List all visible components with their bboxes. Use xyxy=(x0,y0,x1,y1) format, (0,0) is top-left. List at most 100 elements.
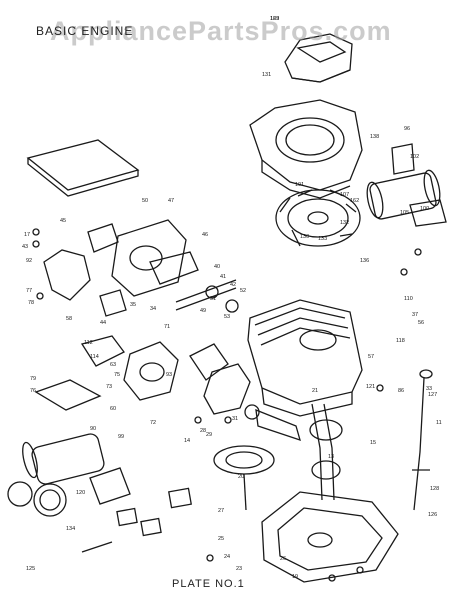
engine-cover xyxy=(284,33,353,83)
governor-linkage xyxy=(43,223,127,317)
callout-128: 128 xyxy=(430,486,439,492)
callout-27: 27 xyxy=(218,508,224,514)
callout-86: 86 xyxy=(398,388,404,394)
callout-105: 105 xyxy=(400,210,409,216)
callout-14: 14 xyxy=(184,438,190,444)
callout-42: 42 xyxy=(230,282,236,288)
watermark: AppliancePartsPros.com xyxy=(50,16,392,46)
callout-31: 31 xyxy=(232,416,238,422)
callout-60: 60 xyxy=(110,406,116,412)
callout-53: 53 xyxy=(224,314,230,320)
callout-107: 107 xyxy=(340,192,349,198)
connecting-rod xyxy=(244,404,301,442)
callout-45: 45 xyxy=(60,218,66,224)
callout-40: 40 xyxy=(214,264,220,270)
callout-131: 131 xyxy=(262,72,271,78)
callout-19: 19 xyxy=(292,574,298,580)
cylinder-block xyxy=(247,299,363,417)
callout-52: 52 xyxy=(240,288,246,294)
callout-132: 132 xyxy=(340,220,349,226)
callout-118: 118 xyxy=(396,338,405,344)
callout-11: 11 xyxy=(436,420,442,426)
callout-114: 114 xyxy=(90,354,99,360)
callout-163: 163 xyxy=(270,16,279,22)
callout-100: 100 xyxy=(420,206,429,212)
callout-129: 129 xyxy=(270,16,279,22)
callout-96: 96 xyxy=(404,126,410,132)
callout-75: 75 xyxy=(114,372,120,378)
callout-21: 21 xyxy=(312,388,318,394)
part-callouts: 1291311389610210110710010516213613013213… xyxy=(22,16,442,580)
carburetor xyxy=(80,335,229,401)
callout-126: 126 xyxy=(428,512,437,518)
callout-78: 78 xyxy=(28,300,34,306)
callout-120: 120 xyxy=(76,490,85,496)
callout-17: 17 xyxy=(24,232,30,238)
gaskets xyxy=(81,487,192,553)
callout-72: 72 xyxy=(150,420,156,426)
callout-34: 34 xyxy=(150,306,156,312)
callout-47: 47 xyxy=(168,198,174,204)
callout-37: 37 xyxy=(412,312,418,318)
callout-43: 43 xyxy=(22,244,28,250)
callout-50: 50 xyxy=(142,198,148,204)
callout-28: 28 xyxy=(200,428,206,434)
fuel-tank xyxy=(203,363,251,415)
callout-51: 51 xyxy=(210,296,216,302)
callout-133: 133 xyxy=(318,236,327,242)
callout-127: 127 xyxy=(428,392,437,398)
crankshaft xyxy=(309,403,343,501)
callout-41: 41 xyxy=(220,274,226,280)
callout-101: 101 xyxy=(295,182,304,188)
callout-56: 56 xyxy=(418,320,424,326)
callout-73: 73 xyxy=(106,384,112,390)
air-filter-pad xyxy=(26,139,140,197)
valves xyxy=(175,279,239,313)
callout-29: 29 xyxy=(206,432,212,438)
cylinder-head xyxy=(111,219,199,297)
callout-130: 130 xyxy=(300,234,309,240)
callout-13: 13 xyxy=(328,454,334,460)
callout-24: 24 xyxy=(224,554,230,560)
callout-110: 110 xyxy=(404,296,413,302)
muffler xyxy=(366,143,447,227)
fasteners xyxy=(32,228,422,582)
diagram-title: BASIC ENGINE xyxy=(36,24,134,38)
callout-57: 57 xyxy=(368,354,374,360)
callout-125: 125 xyxy=(26,566,35,572)
callout-49: 49 xyxy=(200,308,206,314)
blower-housing xyxy=(249,99,363,199)
callout-71: 71 xyxy=(164,324,170,330)
exhaust-muffler xyxy=(22,379,105,485)
callout-136: 136 xyxy=(360,258,369,264)
callout-46: 46 xyxy=(202,232,208,238)
callout-77: 77 xyxy=(26,288,32,294)
plate-label: PLATE NO.1 xyxy=(172,578,245,590)
callout-90: 90 xyxy=(90,426,96,432)
callout-33: 33 xyxy=(426,386,432,392)
callout-15: 15 xyxy=(370,440,376,446)
flywheel xyxy=(275,189,361,247)
callout-102: 102 xyxy=(410,154,419,160)
callout-23: 23 xyxy=(236,566,242,572)
callout-35: 35 xyxy=(130,302,136,308)
callout-25: 25 xyxy=(218,536,224,542)
callout-92: 92 xyxy=(26,258,32,264)
camshaft-gear xyxy=(213,445,275,511)
callout-63: 63 xyxy=(110,362,116,368)
callout-76: 76 xyxy=(30,388,36,394)
callout-26: 26 xyxy=(280,556,286,562)
callout-99: 99 xyxy=(118,434,124,440)
callout-134: 134 xyxy=(66,526,75,532)
oil-sump xyxy=(261,491,399,583)
callout-44: 44 xyxy=(100,320,106,326)
callout-58: 58 xyxy=(66,316,72,322)
callout-93: 93 xyxy=(166,372,172,378)
callout-112: 112 xyxy=(84,340,93,346)
dipstick-tube xyxy=(412,369,433,511)
screens xyxy=(7,467,131,517)
callout-138: 138 xyxy=(370,134,379,140)
callout-162: 162 xyxy=(350,198,359,204)
